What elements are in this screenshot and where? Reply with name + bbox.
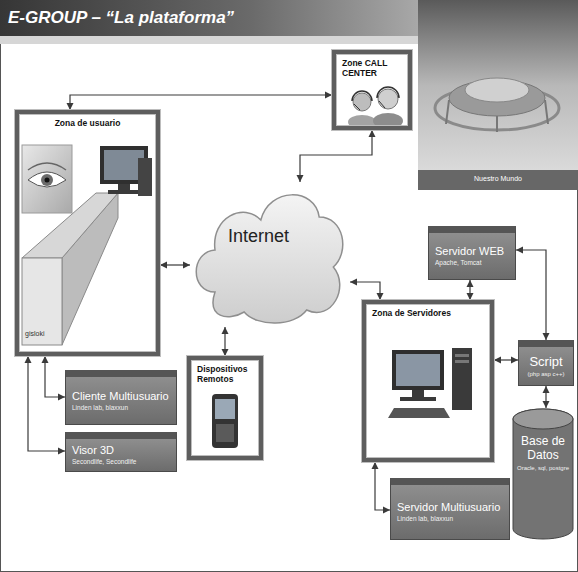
call-center-zone: Zone CALL CENTER — [332, 50, 412, 130]
text-block: Servidor WEB Apache, Tomcat — [429, 243, 515, 268]
text-block: Base de DatosOracle, sql, postgre — [512, 408, 574, 476]
text-block: Cliente MultiusuarioLinden lab, blaxxun — [66, 388, 176, 413]
connector-arrow — [224, 327, 225, 356]
connector-arrow — [545, 386, 546, 408]
node-sublabel: Secondlife, Secondlife — [72, 458, 170, 465]
connector-arrow — [494, 359, 518, 360]
node-sublabel: Apache, Tomcat — [435, 259, 509, 266]
text-block: Zona de Servidores — [366, 304, 490, 319]
connector-arrow — [28, 356, 65, 451]
connector-arrow — [45, 356, 65, 397]
process-box: Visor 3D Secondlife, Secondlife — [65, 432, 177, 472]
database-cylinder: Base de DatosOracle, sql, postgre — [512, 408, 574, 540]
process-box: Servidor MultiusuarioLinden lab, blaxxun — [390, 478, 510, 540]
node-sublabel: (php asp c++) — [525, 371, 567, 378]
text-block: Script (php asp c++) — [519, 352, 573, 380]
node-label: Zone CALL CENTER — [342, 59, 402, 79]
connector-arrow — [516, 250, 546, 340]
node-label: Base de Datos — [515, 434, 571, 462]
world-render — [418, 0, 578, 190]
connector-arrow — [350, 282, 380, 300]
process-box: Servidor WEB Apache, Tomcat — [428, 226, 516, 280]
text-block: Dispositivos Remotos — [191, 360, 259, 385]
diagram-title: E-GROUP – “La plataforma” — [8, 8, 234, 28]
title-strip — [0, 36, 418, 44]
text-block: Visor 3D Secondlife, Secondlife — [66, 442, 176, 467]
server-computer — [388, 348, 472, 418]
connector-arrow — [469, 280, 470, 300]
text-block: Internet — [228, 226, 289, 247]
internet-cloud: Internet — [190, 182, 350, 327]
cylinder-outline — [512, 408, 574, 540]
node-label: Zona de Servidores — [372, 309, 484, 319]
logo-text: gisloki — [25, 330, 61, 337]
text-block: Servidor MultiusuarioLinden lab, blaxxun — [391, 499, 509, 524]
server-zone: Zona de Servidores — [362, 300, 494, 462]
process-box: Cliente MultiusuarioLinden lab, blaxxun — [65, 370, 177, 425]
node-label: Servidor Multiusuario — [397, 501, 503, 513]
node-sublabel: Linden lab, blaxxun — [72, 404, 170, 411]
call-center-icon — [348, 87, 403, 129]
text-block: Zona de usuario — [19, 114, 156, 129]
node-label: Visor 3D — [72, 444, 170, 456]
node-sublabel: Linden lab, blaxxun — [397, 515, 503, 522]
node-label: Servidor WEB — [435, 245, 509, 257]
node-label: Zona de usuario — [25, 119, 150, 129]
title-bar — [0, 0, 418, 36]
text-block: Zone CALL CENTER — [336, 54, 408, 79]
node-label: Script — [525, 354, 567, 369]
node-label: Cliente Multiusuario — [72, 390, 170, 402]
user-zone: Zona de usuario — [15, 110, 160, 356]
connector-arrow — [300, 130, 372, 182]
connector-arrow — [160, 264, 190, 265]
user-illustration — [22, 145, 152, 345]
phone-icon — [212, 394, 238, 448]
connector-arrow — [70, 95, 332, 110]
device-zone: Dispositivos Remotos — [187, 356, 263, 460]
process-box: Script (php asp c++) — [518, 340, 574, 386]
node-sublabel: Oracle, sql, postgre — [515, 465, 571, 472]
cloud-outline — [190, 182, 350, 327]
connector-arrow — [375, 462, 390, 510]
node-label: Internet — [228, 226, 289, 247]
node-label: Dispositivos Remotos — [197, 365, 253, 385]
image-caption: Nuestro Mundo — [418, 175, 578, 182]
